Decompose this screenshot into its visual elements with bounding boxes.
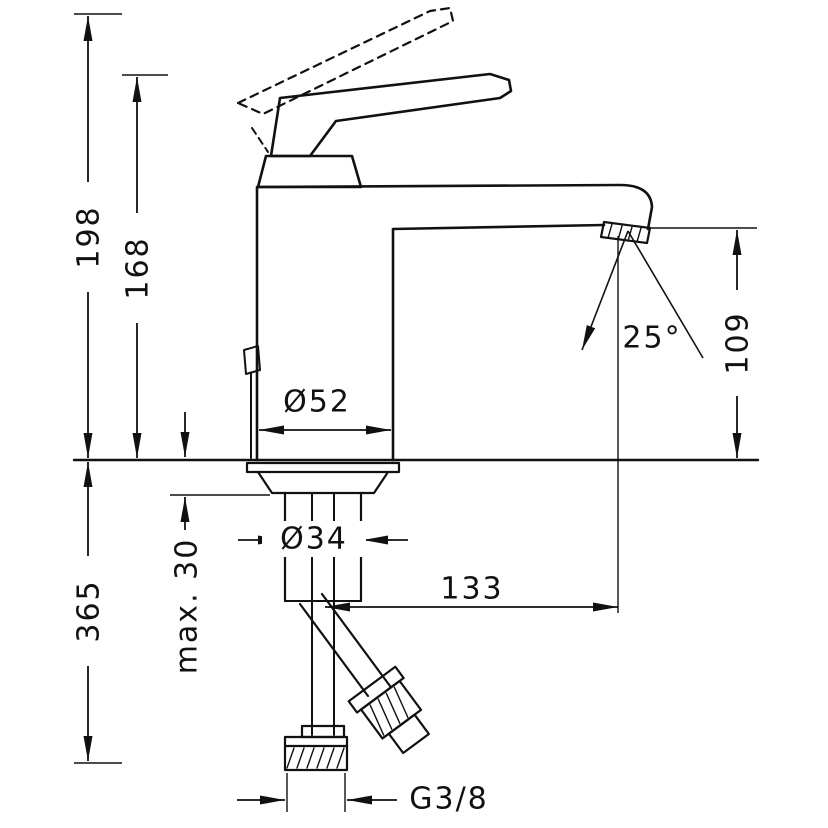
dim-max-counter-thickness-label: max. 30 [170, 538, 205, 675]
dim-outlet-height: 109 [720, 290, 756, 396]
aerator-outlet [599, 220, 652, 245]
label-knockout [262, 521, 366, 557]
dim-outlet-height-label: 109 [721, 311, 756, 374]
extension-lines [74, 13, 757, 812]
dim-base-diameter: Ø52 [283, 385, 351, 420]
label-knockout [71, 182, 105, 292]
dim-hole-diameter: Ø34 [262, 521, 366, 557]
dim-total-height: 198 [71, 182, 107, 292]
handle-lever [269, 72, 513, 158]
label-knockout [120, 213, 154, 323]
label-knockout [720, 290, 754, 396]
dim-base-diameter-label: Ø52 [283, 385, 351, 420]
dim-spout-reach-label: 133 [440, 572, 503, 607]
supply-hose-straight-connector [283, 724, 349, 772]
dim-install-depth-label: 365 [72, 579, 107, 642]
mounting-hardware [245, 461, 401, 736]
dim-outlet-angle: 25° [622, 321, 681, 356]
dimension-labels: 198 168 365 max. 30 Ø52 Ø34 133 109 [71, 182, 756, 817]
handle-raised-phantom [236, 6, 455, 153]
dim-spout-top-height-label: 168 [121, 236, 156, 299]
dim-connection-thread-label: G3/8 [409, 782, 489, 817]
label-knockout [169, 530, 203, 682]
faucet-outline [72, 6, 760, 772]
dim-spout-reach: 133 [440, 572, 503, 607]
dim-hole-diameter-label: Ø34 [280, 522, 348, 557]
dim-outlet-angle-label: 25° [622, 321, 681, 356]
dim-spout-top-height: 168 [120, 213, 156, 323]
dim-angle-leader [581, 230, 629, 351]
dim-max-counter-thickness: max. 30 [169, 530, 205, 682]
dim-total-height-label: 198 [72, 205, 107, 268]
label-knockout [71, 556, 105, 666]
dim-connection-thread: G3/8 [409, 782, 489, 817]
body-and-spout [255, 183, 654, 462]
popup-rod [243, 345, 261, 459]
supply-hose-angled [298, 592, 430, 755]
handle-escutcheon [256, 154, 363, 189]
dim-install-depth: 365 [71, 556, 107, 666]
dimension-lines [74, 13, 757, 812]
